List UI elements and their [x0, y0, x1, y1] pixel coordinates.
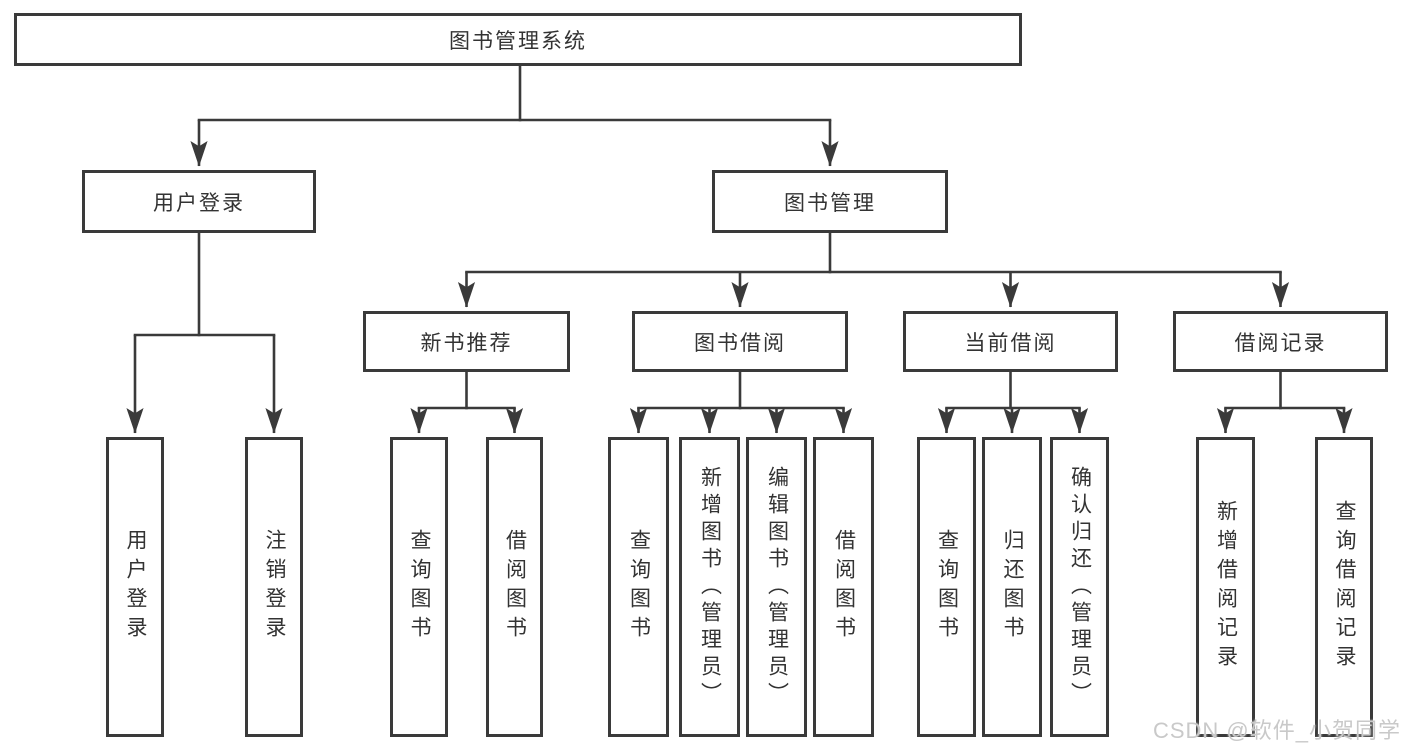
- leaf-return-books: 归还图书: [982, 437, 1042, 737]
- leaf-query-books-borrow: 查询图书: [608, 437, 669, 737]
- leaf-borrow-books-recommend: 借阅图书: [486, 437, 543, 737]
- csdn-watermark: CSDN @软件_小贺同学: [1152, 718, 1401, 743]
- node-book-borrow: 图书借阅: [632, 311, 848, 372]
- leaf-user-login: 用户登录: [106, 437, 164, 737]
- leaf-query-books-recommend: 查询图书: [390, 437, 448, 737]
- leaf-logout: 注销登录: [245, 437, 303, 737]
- leaf-add-borrow-record: 新增借阅记录: [1196, 437, 1255, 737]
- leaf-query-books-current: 查询图书: [917, 437, 976, 737]
- leaf-add-books-admin: 新增图书（管理员）: [679, 437, 740, 737]
- leaf-confirm-return-admin: 确认归还（管理员）: [1050, 437, 1109, 737]
- leaf-edit-books-admin: 编辑图书（管理员）: [746, 437, 807, 737]
- leaf-borrow-books: 借阅图书: [813, 437, 874, 737]
- node-user-login: 用户登录: [82, 170, 316, 233]
- node-borrow-records: 借阅记录: [1173, 311, 1388, 372]
- node-new-book-recommend: 新书推荐: [363, 311, 570, 372]
- node-current-borrow: 当前借阅: [903, 311, 1118, 372]
- leaf-query-borrow-record: 查询借阅记录: [1315, 437, 1373, 737]
- node-book-management: 图书管理: [712, 170, 948, 233]
- node-library-management-system: 图书管理系统: [14, 13, 1022, 66]
